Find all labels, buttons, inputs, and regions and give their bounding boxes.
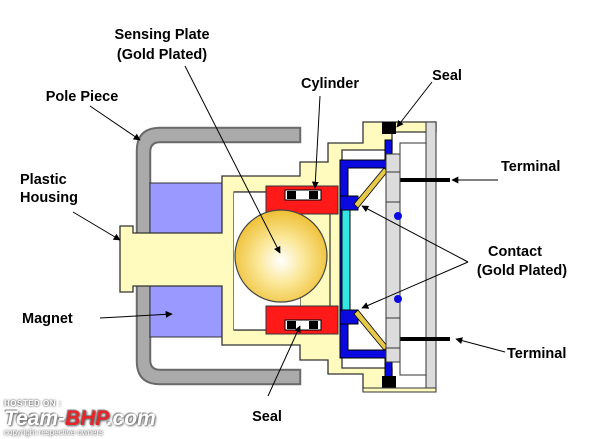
label-plastic-housing-1: Plastic (20, 172, 67, 188)
label-sensing-plate-1: Sensing Plate (114, 27, 209, 43)
label-magnet: Magnet (22, 311, 73, 327)
gold-ball (234, 209, 328, 303)
label-terminal-bottom: Terminal (507, 346, 566, 362)
magnet-upper (149, 182, 223, 234)
watermark-brand-bhp: BHP (65, 407, 107, 430)
watermark-copyright: copyright respective owners (4, 428, 104, 437)
label-pole-piece: Pole Piece (46, 89, 119, 105)
watermark-brand-suffix: .com (106, 407, 156, 430)
contact-dot-upper (394, 212, 402, 220)
label-cylinder: Cylinder (301, 76, 359, 92)
seal-block-bottom (382, 376, 396, 388)
watermark-hosted-on: HOSTED ON : (4, 399, 62, 408)
label-terminal-top: Terminal (501, 159, 560, 175)
contact-dot-lower (394, 295, 402, 303)
label-plastic-housing-2: Housing (20, 190, 78, 206)
contact-spring-lower (353, 309, 389, 351)
terminal-rod-top (386, 178, 450, 182)
label-sensing-plate-2: (Gold Plated) (117, 47, 207, 63)
label-contact-1: Contact (488, 244, 542, 260)
watermark-brand-prefix: Team- (4, 407, 66, 430)
seal-block-top (382, 122, 396, 134)
sensing-plate (341, 209, 351, 311)
contact-spring-upper (353, 167, 389, 209)
label-seal-bottom: Seal (252, 409, 282, 425)
label-contact-2: (Gold Plated) (477, 263, 567, 279)
label-seal-top: Seal (432, 68, 462, 84)
magnet-lower (149, 284, 223, 338)
terminal-rod-bottom (386, 337, 450, 341)
leader-lines (72, 65, 506, 397)
watermark: HOSTED ON : Team-BHP.com copyright respe… (4, 400, 156, 437)
watermark-brand: Team-BHP.com (4, 408, 156, 429)
